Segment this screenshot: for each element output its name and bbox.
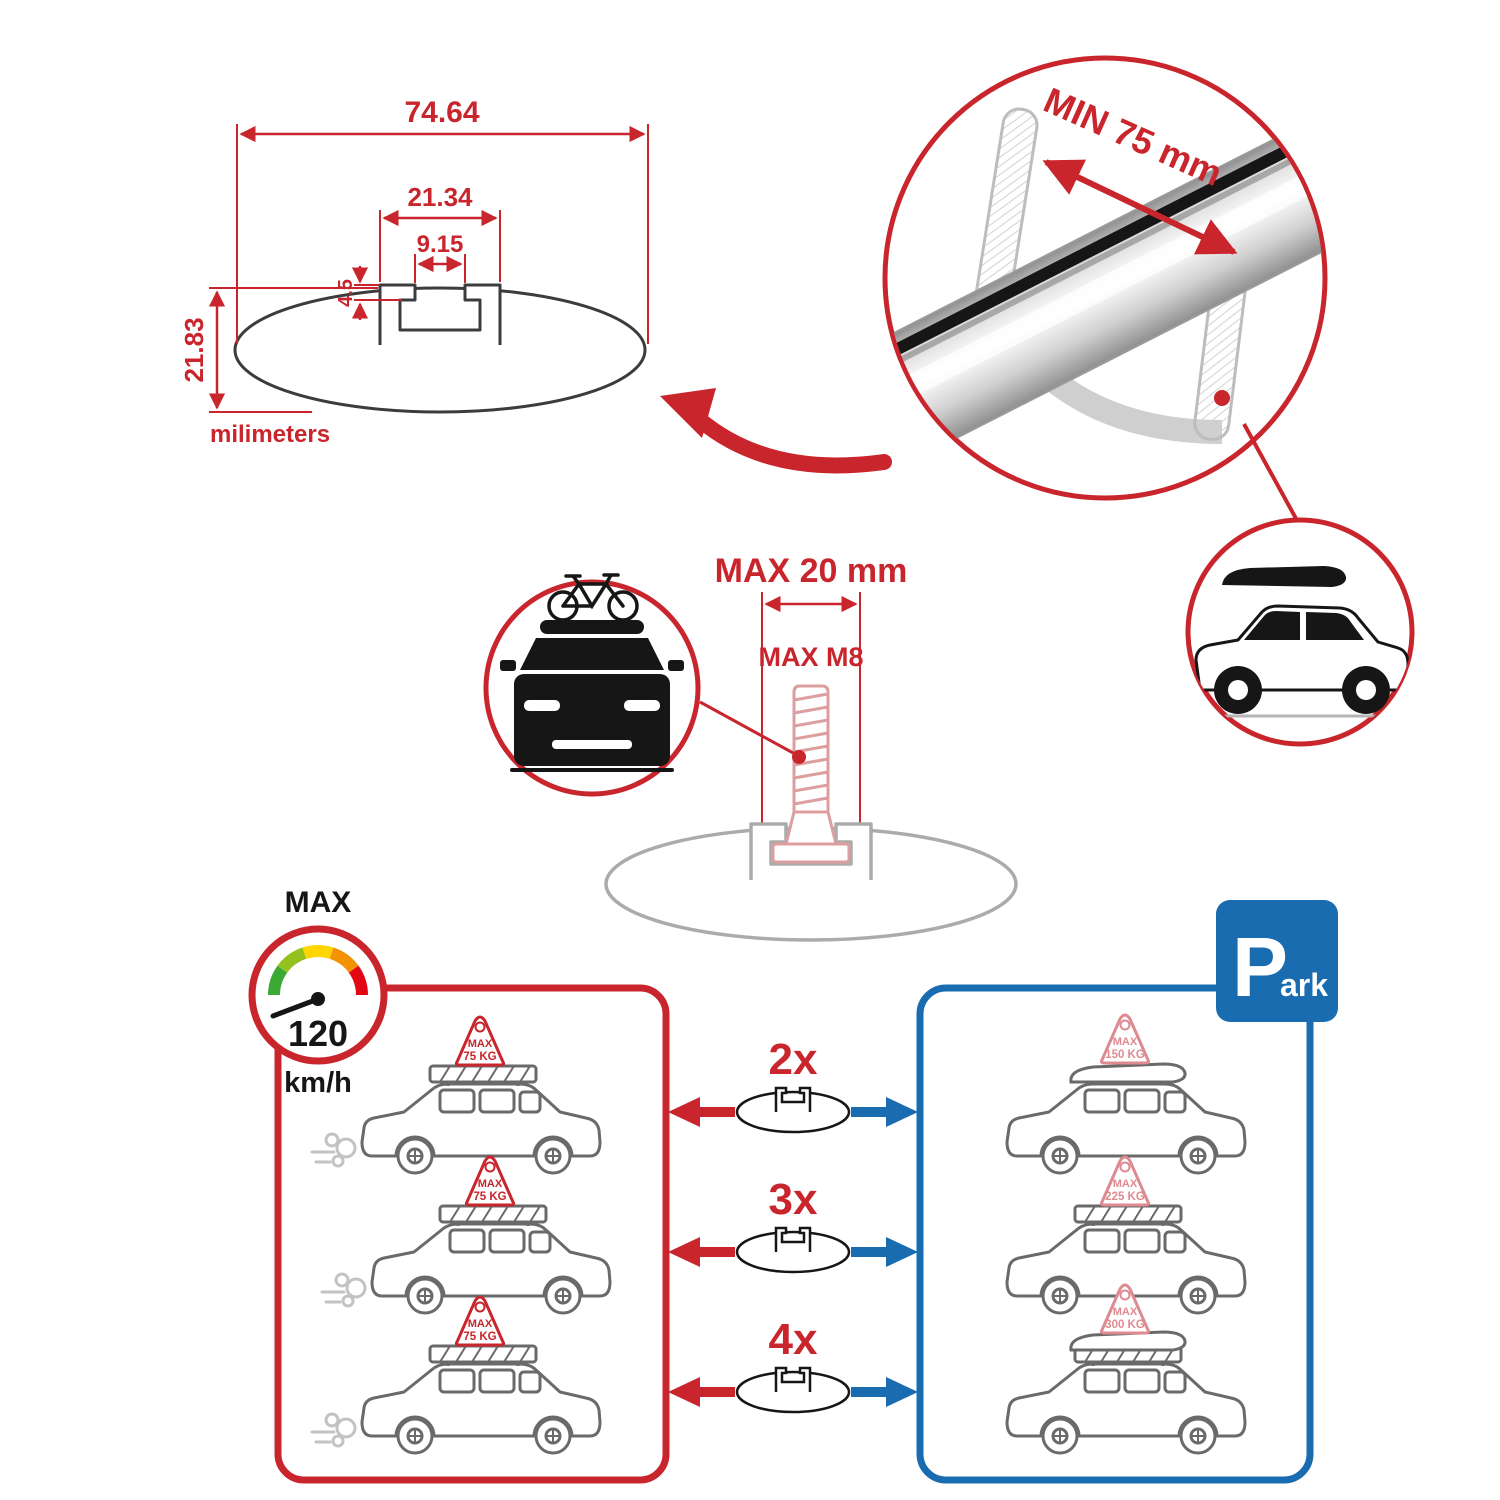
parking-panel: MAX 150 KG MAX 225 KG MAX 300 KG	[916, 900, 1338, 1484]
parked-car-2: MAX 225 KG	[1005, 1155, 1247, 1315]
bike-car-detail	[483, 573, 701, 797]
parking-sign-letter: P	[1232, 920, 1288, 1014]
arrow-head-left	[668, 1237, 700, 1267]
parked-car-1: MAX 150 KG	[1005, 1013, 1247, 1175]
suv-with-roofbox-illustration	[1194, 566, 1410, 718]
callout-dot	[792, 750, 806, 764]
max-thread-label: MAX M8	[758, 642, 863, 672]
min-span-arrow	[1042, 159, 1238, 255]
load-tag: MAX 75 KG	[464, 1155, 516, 1207]
load-tag-max: MAX	[478, 1178, 503, 1190]
load-tag: MAX 75 KG	[454, 1015, 506, 1067]
gauge-needle	[270, 996, 321, 1019]
load-tag-max: MAX	[1113, 1178, 1138, 1190]
quantity-row-3x: 3x	[668, 1175, 918, 1274]
arrow-head-right	[886, 1237, 918, 1267]
load-tag-max: MAX	[1113, 1306, 1138, 1318]
zoom-arrow	[692, 412, 892, 474]
crossbar-profile-icon	[735, 1086, 851, 1134]
arrow-head-left	[668, 1097, 700, 1127]
arrow-head-right	[886, 1097, 918, 1127]
load-tag-value: 75 KG	[473, 1191, 506, 1203]
gauge-needle-hub	[311, 992, 325, 1006]
crossbar-profile-channel	[378, 283, 502, 345]
load-tag: MAX 300 KG	[1099, 1283, 1151, 1335]
load-tag: MAX 75 KG	[454, 1295, 506, 1347]
callout-line	[1242, 423, 1301, 525]
arrow-head-right	[886, 1377, 918, 1407]
speed-limit-gauge: MAX 120 km/h	[248, 886, 388, 1099]
quantity-row-2x: 2x	[668, 1035, 918, 1134]
units-label: milimeters	[210, 421, 330, 448]
load-tag-value: 75 KG	[463, 1051, 496, 1063]
zoom-arrow-head	[660, 388, 716, 438]
speed-max-label: MAX	[285, 886, 352, 919]
parking-sign-square	[1216, 900, 1338, 1022]
load-tag-max: MAX	[1113, 1036, 1138, 1048]
bolt-detail: MAX 20 mm MAX M8	[604, 552, 1018, 942]
parking-sign: P ark	[1216, 900, 1338, 1022]
dim-slot-inner: 9.15	[417, 231, 464, 258]
crossbar-profile-icon	[735, 1226, 851, 1274]
parking-sign-suffix: ark	[1280, 967, 1328, 1003]
quantity-label: 2x	[769, 1035, 818, 1084]
quantity-label: 4x	[769, 1315, 818, 1364]
t-bolt-illustration	[771, 684, 851, 864]
dim-height-total: 21.83	[179, 317, 209, 382]
driving-car-1: MAX 75 KG	[310, 1015, 602, 1175]
crossbar-profile-ellipse	[233, 286, 647, 414]
ghost-profile-channel	[749, 822, 873, 880]
dim-lip-depth: 4.5	[335, 279, 357, 307]
roof-box	[1222, 566, 1347, 587]
callout-line	[699, 700, 796, 756]
driving-car-2: MAX 75 KG	[320, 1155, 612, 1315]
max-width-label: MAX 20 mm	[715, 552, 908, 590]
dim-slot-outer: 21.34	[407, 182, 473, 212]
callout-dot	[1214, 390, 1230, 406]
driving-car-3: MAX 75 KG	[310, 1295, 602, 1455]
side-mirror	[668, 660, 684, 671]
load-tag-max: MAX	[468, 1038, 493, 1050]
quantity-label: 3x	[769, 1175, 818, 1224]
load-tag-value: 225 KG	[1105, 1191, 1145, 1203]
crossbar-photo-detail: MIN 75 mm	[660, 55, 1328, 525]
quantity-row-4x: 4x	[668, 1315, 918, 1414]
car-front-lights	[524, 700, 660, 749]
side-mirror	[500, 660, 516, 671]
load-tag: MAX 225 KG	[1099, 1155, 1151, 1207]
driving-panel: MAX 75 KG MAX 75 KG MAX 75 KG	[274, 984, 670, 1484]
load-tag-value: 150 KG	[1105, 1049, 1145, 1061]
dim-width-total: 74.64	[404, 96, 479, 129]
crossbar-quantity-rows: 2x 3x 4x	[668, 1035, 918, 1414]
roofbox-car-detail	[1185, 517, 1415, 747]
gauge-arc	[267, 945, 369, 996]
load-tag-value: 75 KG	[463, 1331, 496, 1343]
speed-value: 120	[288, 1013, 348, 1054]
crossbar-profile-icon	[735, 1366, 851, 1414]
load-tag: MAX 150 KG	[1099, 1013, 1151, 1065]
parked-car-3: MAX 300 KG	[1005, 1283, 1247, 1455]
crossbar-cross-section-diagram: 74.64 21.34 9.15 4.5 21.83 milimeters	[179, 96, 649, 448]
speed-units: km/h	[284, 1067, 352, 1099]
arrow-head-left	[668, 1377, 700, 1407]
load-tag-max: MAX	[468, 1318, 493, 1330]
load-tag-value: 300 KG	[1105, 1319, 1145, 1331]
